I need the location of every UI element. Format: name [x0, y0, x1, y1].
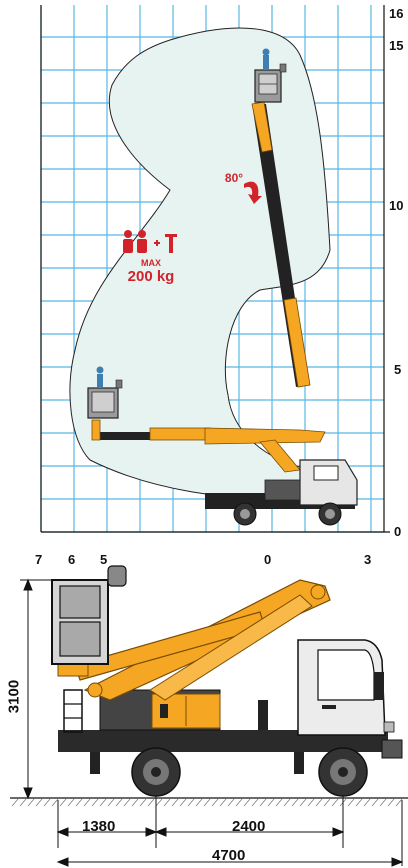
bumper [381, 739, 403, 759]
max-label: MAX [141, 258, 161, 268]
truck-small [205, 459, 358, 526]
reach-label-0: 0 [264, 552, 272, 567]
cab-window [317, 649, 375, 701]
rear-wheel [131, 747, 181, 797]
ground-hatch [347, 798, 355, 807]
height-dimension [20, 578, 52, 800]
folded-boom [57, 579, 331, 701]
ground-hatch [155, 798, 163, 807]
ground-hatch [299, 798, 307, 807]
height-label-0: 0 [394, 524, 402, 539]
ground-hatch [371, 798, 379, 807]
ground-hatch [91, 798, 99, 807]
ground-hatch [187, 798, 195, 807]
ground-hatch [387, 798, 395, 807]
ground-hatch [227, 798, 235, 807]
ground-hatch [307, 798, 315, 807]
ground-hatch [11, 798, 19, 807]
ground-hatch [179, 798, 187, 807]
ground-hatch [203, 798, 211, 807]
ground-hatch [275, 798, 283, 807]
ground-hatch [139, 798, 147, 807]
ground-hatch [331, 798, 339, 807]
ground-hatch [107, 798, 115, 807]
ground-hatch [83, 798, 91, 807]
height-label-5: 5 [394, 362, 402, 377]
basket [51, 565, 127, 665]
door-handle [322, 705, 336, 709]
ground-hatch [67, 798, 75, 807]
ground-hatch [99, 798, 107, 807]
wheelbase-dimension [56, 796, 345, 848]
ground-hatch [75, 798, 83, 807]
dimension-front-overhang: 1380 [82, 818, 116, 835]
rotation-label: 80° [224, 171, 244, 185]
upper-operator [262, 48, 270, 56]
ground-hatch [51, 798, 59, 807]
front-wheel [318, 747, 368, 797]
ground-hatch [243, 798, 251, 807]
reach-label-3: 3 [364, 552, 372, 567]
horizontal-boom [87, 366, 326, 473]
ground-hatch [267, 798, 275, 807]
ground-hatch [395, 798, 403, 807]
ground-hatch [19, 798, 27, 807]
ground-hatch [43, 798, 51, 807]
ground-hatch [211, 798, 219, 807]
ground-hatch [59, 798, 67, 807]
capacity-label: 200 kg [127, 268, 175, 285]
person-icons [123, 230, 177, 253]
dimension-height: 3100 [5, 679, 23, 714]
ground-hatch [235, 798, 243, 807]
reach-label-7: 7 [35, 552, 43, 567]
ground-hatch [27, 798, 35, 807]
lower-operator [96, 366, 104, 374]
ground-hatch [131, 798, 139, 807]
ground-hatch [171, 798, 179, 807]
ground-hatch [259, 798, 267, 807]
dimension-wheelbase: 2400 [232, 818, 266, 835]
raised-boom [251, 48, 311, 388]
rotation-arrow-icon [244, 181, 262, 204]
height-label-10: 10 [389, 198, 404, 213]
rear-outrigger [90, 752, 100, 774]
ground-hatch [355, 798, 363, 807]
ground-hatch [123, 798, 131, 807]
reach-label-6: 6 [68, 552, 76, 567]
ground-hatch [315, 798, 323, 807]
ground-hatch [251, 798, 259, 807]
ground-hatch [195, 798, 203, 807]
height-label-15: 15 [389, 38, 404, 53]
ground-hatch [323, 798, 331, 807]
front-outrigger [294, 752, 304, 774]
ground-hatch [163, 798, 171, 807]
length-dimension [56, 800, 404, 867]
reach-label-5: 5 [100, 552, 108, 567]
rear-ladder [63, 689, 83, 733]
ground-hatch [283, 798, 291, 807]
ground-hatch [363, 798, 371, 807]
working-range-diagram [40, 5, 390, 533]
height-label-16: 16 [389, 6, 404, 21]
ground-hatch [35, 798, 43, 807]
ground-hatch [291, 798, 299, 807]
control-box [107, 565, 127, 587]
ground-hatch [379, 798, 387, 807]
mirror [374, 672, 384, 700]
ground-hatch [147, 798, 155, 807]
ground-hatch [115, 798, 123, 807]
ground-hatch [219, 798, 227, 807]
truck-cab [297, 639, 403, 759]
dimension-overall-length: 4700 [212, 847, 246, 864]
